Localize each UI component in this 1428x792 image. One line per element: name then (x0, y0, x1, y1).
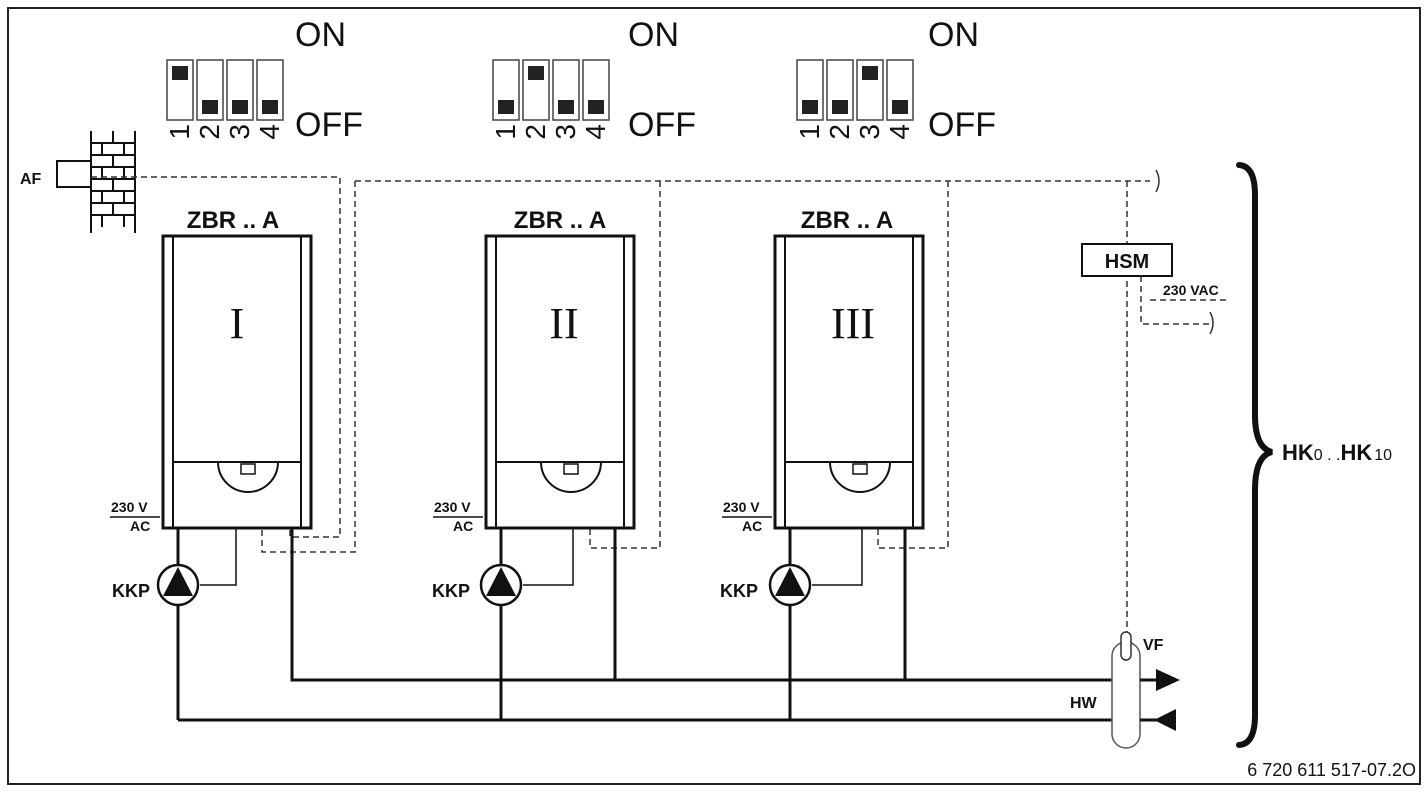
switch-number-2: 2 (194, 124, 225, 140)
switch-off-label: OFF (295, 106, 363, 144)
heating-circuit-brace (1236, 162, 1274, 748)
switch-number-2: 2 (520, 124, 551, 140)
svg-text:AC: AC (742, 518, 762, 534)
boiler-numeral: I (230, 299, 245, 348)
dip-switch-knob-1 (172, 66, 188, 80)
switch-number-3: 3 (854, 124, 885, 140)
switch-number-1: 1 (794, 124, 825, 140)
dip-switches (166, 59, 284, 121)
svg-text:230 V: 230 V (723, 499, 760, 515)
dip-switches (796, 59, 914, 121)
outdoor-sensor: AF (20, 131, 136, 233)
dip-switch-knob-1 (802, 100, 818, 114)
switch-on-label: ON (628, 16, 679, 54)
dip-switch-knob-3 (862, 66, 878, 80)
wire-break-marks (1155, 169, 1214, 335)
hydraulic-header: VF HW (1070, 631, 1180, 749)
dip-switches (492, 59, 610, 121)
switch-number-4: 4 (254, 124, 285, 140)
pump-3: KKP (720, 563, 812, 607)
pump-2: KKP (432, 563, 523, 607)
power-label-1: 230 V AC (110, 499, 160, 534)
boiler-display-arc (829, 461, 891, 493)
pump-icon (163, 567, 193, 596)
pump-control-lines (200, 528, 863, 586)
boiler-display-arc (540, 461, 602, 493)
brick-wall (90, 131, 136, 233)
hsm-power-label: 230 VAC (1163, 282, 1219, 298)
dip-switch-knob-1 (498, 100, 514, 114)
switch-on-label: ON (295, 16, 346, 54)
switch-number-2: 2 (824, 124, 855, 140)
svg-text:230 V: 230 V (111, 499, 148, 515)
dip-switch-knob-3 (558, 100, 574, 114)
switch-number-1: 1 (490, 124, 521, 140)
sensor-housing (56, 160, 92, 188)
outdoor-sensor-label: AF (20, 171, 42, 188)
boiler-numeral: III (831, 299, 875, 348)
boiler-numeral: II (549, 299, 578, 348)
switch-number-4: 4 (884, 124, 915, 140)
svg-text:AC: AC (453, 518, 473, 534)
switch-on-label: ON (928, 16, 979, 54)
boiler-model-label: ZBR .. A (801, 207, 893, 234)
switch-number-3: 3 (224, 124, 255, 140)
power-label-3: 230 V AC (722, 499, 772, 534)
dip-switch-2 (196, 59, 224, 121)
svg-text:AC: AC (130, 518, 150, 534)
dip-switch-knob-2 (528, 66, 544, 80)
flow-out-arrow-icon (1156, 669, 1180, 691)
pump-1: KKP (112, 563, 200, 607)
return-in-arrow-icon (1154, 709, 1176, 731)
switch-off-label: OFF (628, 106, 696, 144)
pump-label: KKP (432, 581, 470, 601)
header-label: HW (1070, 695, 1098, 712)
boiler-display-arc (217, 461, 279, 493)
piping (176, 528, 1150, 722)
hsm-box (1081, 243, 1173, 277)
dip-switch-knob-3 (232, 100, 248, 114)
svg-text:230 V: 230 V (434, 499, 471, 515)
boiler-2: ZBR .. A II (484, 207, 636, 530)
pump-label: KKP (112, 581, 150, 601)
boiler-model-label: ZBR .. A (514, 207, 606, 234)
pump-icon (486, 567, 516, 596)
power-label-2: 230 V AC (433, 499, 483, 534)
switch-number-1: 1 (164, 124, 195, 140)
flow-sensor (1120, 631, 1132, 661)
hsm-label: HSM (1105, 251, 1149, 273)
dip-switch-knob-2 (832, 100, 848, 114)
boiler-3: ZBR .. A III (773, 207, 925, 530)
boiler-1: ZBR .. A I (161, 207, 313, 530)
pump-icon (775, 567, 805, 596)
boiler-model-label: ZBR .. A (187, 207, 279, 234)
switch-off-label: OFF (928, 106, 996, 144)
hsm-module: HSM 230 VAC (1081, 243, 1219, 298)
dip-switch-knob-4 (588, 100, 604, 114)
dip-switch-knob-4 (892, 100, 908, 114)
figure-code: 6 720 611 517-07.2O (1247, 760, 1416, 780)
boiler-casing (484, 234, 636, 530)
dip-switch-knob-4 (262, 100, 278, 114)
switch-number-4: 4 (580, 124, 611, 140)
flow-sensor-label: VF (1143, 637, 1164, 654)
pump-label: KKP (720, 581, 758, 601)
switch-number-3: 3 (550, 124, 581, 140)
figure-frame (7, 7, 1421, 785)
boiler-casing (773, 234, 925, 530)
boiler-casing (161, 234, 313, 530)
dip-switch-knob-2 (202, 100, 218, 114)
